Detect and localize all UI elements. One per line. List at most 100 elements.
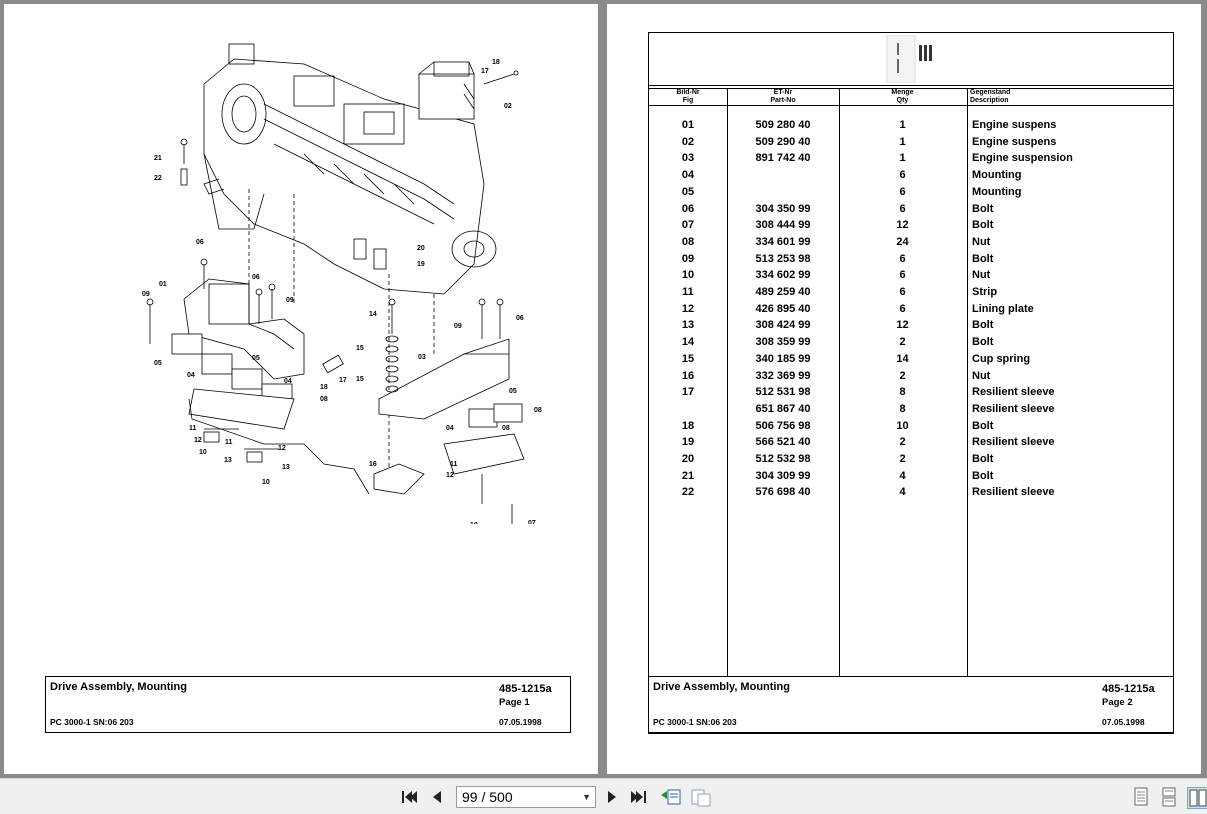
part-no-cell: 334 601 99: [755, 235, 811, 248]
callout-01: 01: [159, 281, 167, 288]
column-divider: [727, 88, 728, 733]
callout-19: 19: [417, 261, 425, 268]
first-page-button[interactable]: [399, 787, 419, 807]
qty-cell: 1: [899, 135, 906, 148]
part-no-cell: 506 756 98: [755, 419, 811, 432]
footer-model: PC 3000-1 SN:06 203: [50, 717, 134, 727]
first-page-icon: [402, 791, 417, 803]
description-cell: Mounting: [972, 169, 1022, 182]
callout-08: 08: [534, 407, 542, 414]
footer-doc-number: 485-1215a: [499, 683, 552, 695]
description-cell: Bolt: [972, 469, 994, 482]
callout-06: 06: [516, 315, 524, 322]
callout-11: 11: [450, 461, 458, 468]
single-page-view-button[interactable]: [1131, 787, 1151, 807]
fig-cell: 10: [681, 269, 695, 282]
qty-cell: 12: [896, 219, 909, 232]
company-logo-icon: [886, 35, 932, 83]
description-cell: Bolt: [972, 336, 994, 349]
callout-15: 15: [356, 345, 364, 352]
callout-05: 05: [252, 355, 260, 362]
fig-cell: 01: [681, 119, 695, 131]
description-cell: Engine suspens: [972, 135, 1057, 148]
page-number-select[interactable]: 99 / 500 ▼: [456, 786, 596, 808]
last-page-button[interactable]: [629, 787, 649, 807]
callout-05: 05: [154, 360, 162, 367]
callout-12: 12: [446, 472, 454, 479]
part-no-cell: 308 444 99: [755, 219, 811, 232]
fig-cell: 17: [681, 386, 695, 399]
description-cell: Resilient sleeve: [972, 402, 1055, 415]
qty-cell: 1: [899, 152, 906, 165]
part-no-cell: 334 602 99: [755, 269, 811, 282]
part-no-cell: 426 895 40: [755, 302, 811, 315]
callout-03: 03: [418, 354, 426, 361]
two-page-view-icon: [1189, 789, 1207, 807]
callout-15: 15: [356, 376, 364, 383]
callout-05: 05: [509, 388, 517, 395]
part-no-cell: 489 259 40: [755, 286, 811, 298]
qty-cell: 6: [899, 252, 906, 265]
description-cell: Nut: [972, 235, 991, 248]
qty-cell: 6: [899, 202, 906, 215]
callout-04: 04: [187, 372, 195, 379]
part-no-cell: 512 532 98: [755, 453, 811, 465]
footer-title: Drive Assembly, Mounting: [653, 681, 790, 693]
callout-12: 12: [194, 437, 202, 444]
next-view-icon: [691, 789, 711, 807]
next-view-button[interactable]: [690, 787, 712, 807]
description-cell: Resilient sleeve: [972, 386, 1055, 399]
footer-doc-number: 485-1215a: [1102, 683, 1155, 695]
next-page-button[interactable]: [602, 787, 622, 807]
callout-16: 16: [369, 461, 377, 468]
fig-cell: 15: [681, 352, 695, 365]
callout-17: 17: [339, 377, 347, 384]
description-cell: Bolt: [972, 252, 994, 265]
qty-cell: 6: [899, 269, 906, 282]
description-cell: Nut: [972, 269, 991, 282]
footer-date: 07.05.1998: [1102, 717, 1145, 727]
part-no-cell: 308 424 99: [755, 319, 811, 332]
part-no-cell: 332 369 99: [755, 369, 811, 382]
prev-page-icon: [433, 791, 441, 803]
callout-04: 04: [284, 378, 292, 385]
continuous-view-button[interactable]: [1159, 787, 1179, 807]
qty-cell: 10: [896, 419, 909, 432]
previous-view-button[interactable]: [660, 787, 682, 807]
part-no-cell: 512 531 98: [755, 386, 811, 399]
description-cell: Bolt: [972, 319, 994, 332]
two-page-view-button[interactable]: [1187, 787, 1207, 809]
callout-20: 20: [417, 245, 425, 252]
fig-cell: 21: [681, 469, 695, 482]
qty-cell: 6: [899, 185, 906, 198]
description-cell: Strip: [972, 286, 998, 298]
fig-cell: 04: [681, 169, 695, 182]
description-cell: Cup spring: [972, 352, 1031, 365]
footer-page-label: Page 2: [1102, 697, 1133, 708]
fig-cell: 14: [681, 336, 695, 349]
callout-10: 10: [199, 449, 207, 456]
previous-page-button[interactable]: [427, 787, 447, 807]
chevron-down-icon: ▼: [582, 792, 591, 802]
previous-view-icon: [661, 789, 681, 805]
description-cell: Engine suspension: [972, 152, 1073, 165]
fig-cell: 13: [681, 319, 695, 332]
fig-cell: 02: [681, 135, 695, 148]
qty-cell: 14: [896, 352, 909, 365]
qty-cell: 6: [899, 302, 906, 315]
callout-07: 07: [528, 520, 536, 524]
callout-21: 21: [154, 155, 162, 162]
callout-11: 11: [189, 425, 197, 432]
fig-cell: 07: [681, 219, 695, 232]
